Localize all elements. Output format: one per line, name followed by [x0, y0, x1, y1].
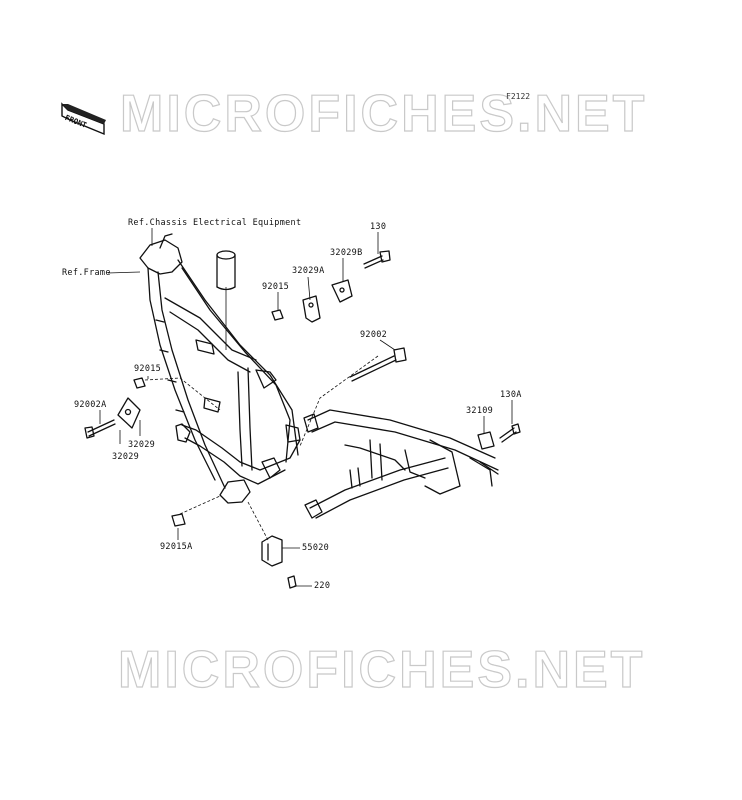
watermark-bottom: MICROFICHES.NET	[117, 640, 646, 699]
label-92015A: 92015A	[160, 542, 193, 552]
label-32029B: 32029B	[330, 248, 363, 258]
label-130A: 130A	[500, 390, 522, 400]
bracket-32029A-drawing	[302, 295, 321, 323]
label-32029A: 32029A	[292, 266, 325, 276]
label-ref-frame: Ref.Frame	[62, 268, 111, 278]
figure-code: F2122	[506, 92, 531, 101]
label-130: 130	[370, 222, 387, 232]
plate-32029-drawing	[117, 397, 141, 429]
bolt-130-drawing	[363, 250, 391, 269]
nut-92015-mid-drawing	[133, 377, 146, 389]
pipe-part-drawing	[216, 250, 236, 291]
label-92015-top: 92015	[262, 282, 290, 292]
nut-92015A-drawing	[171, 513, 186, 527]
front-arrow-icon	[61, 102, 106, 136]
cover-55020-drawing	[261, 535, 283, 567]
label-32109: 32109	[466, 406, 494, 416]
bolt-92002-drawing	[349, 347, 407, 382]
leader-lines	[99, 228, 513, 587]
label-32029-a: 32029	[128, 440, 156, 450]
bolt-92002A-drawing	[84, 419, 116, 439]
subframe-drawing	[303, 409, 499, 519]
watermark-top: MICROFICHES.NET	[119, 84, 648, 143]
label-32029-b: 32029	[112, 452, 140, 462]
label-92002A: 92002A	[74, 400, 107, 410]
collar-32109-drawing	[477, 431, 495, 450]
nut-92015-top-drawing	[271, 309, 284, 321]
bracket-32029B-drawing	[331, 279, 353, 303]
label-ref-chassis: Ref.Chassis Electrical Equipment	[128, 218, 302, 228]
bolt-130A-drawing	[499, 423, 521, 443]
label-92002: 92002	[360, 330, 388, 340]
label-220: 220	[314, 581, 331, 591]
main-frame-drawing	[139, 233, 301, 504]
label-55020: 55020	[302, 543, 330, 553]
label-92015-mid: 92015	[134, 364, 162, 374]
